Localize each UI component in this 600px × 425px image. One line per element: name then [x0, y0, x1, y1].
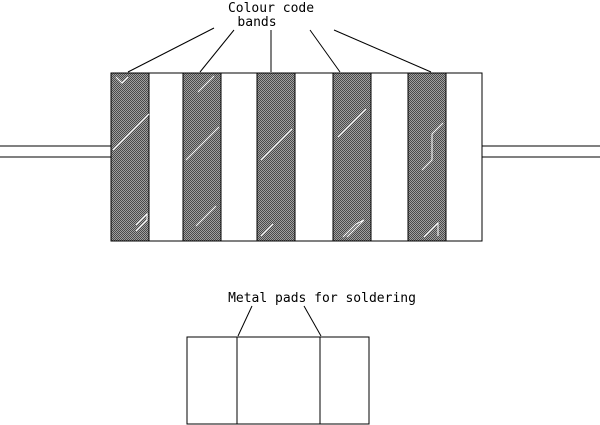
- colour-code-label-line1: Colour code: [228, 1, 314, 16]
- pointer-line-5: [333, 29, 432, 73]
- colour-band-3: [256, 72, 296, 242]
- pointer-line-4: [309, 29, 341, 73]
- band-highlight: [342, 219, 365, 238]
- band-pointers: [127, 27, 432, 73]
- smd-component: [186, 336, 370, 425]
- colour-band-5: [407, 72, 447, 242]
- band-highlight: [423, 221, 439, 238]
- colour-bands: [110, 72, 447, 242]
- pad-pointer-left: [237, 305, 253, 337]
- band-highlight: [195, 205, 217, 227]
- colour-band-1: [110, 72, 150, 242]
- pointer-line-2: [199, 29, 235, 73]
- metal-pads-label: Metal pads for soldering: [228, 291, 416, 306]
- band-highlight: [260, 128, 293, 161]
- resistor-leads: [0, 145, 600, 158]
- smd-body: [186, 336, 370, 425]
- pad-pointer-right: [303, 305, 322, 337]
- band-highlight: [185, 126, 220, 161]
- band-highlight: [115, 76, 129, 84]
- colour-code-label-line2: bands: [237, 15, 276, 30]
- band-highlight: [112, 113, 150, 151]
- band-highlight: [260, 223, 274, 237]
- band-highlight: [337, 108, 367, 138]
- pointer-line-1: [127, 27, 215, 73]
- colour-band-4: [332, 72, 372, 242]
- band-highlight: [135, 212, 148, 232]
- band-highlight: [421, 122, 444, 171]
- band-highlight: [197, 75, 215, 93]
